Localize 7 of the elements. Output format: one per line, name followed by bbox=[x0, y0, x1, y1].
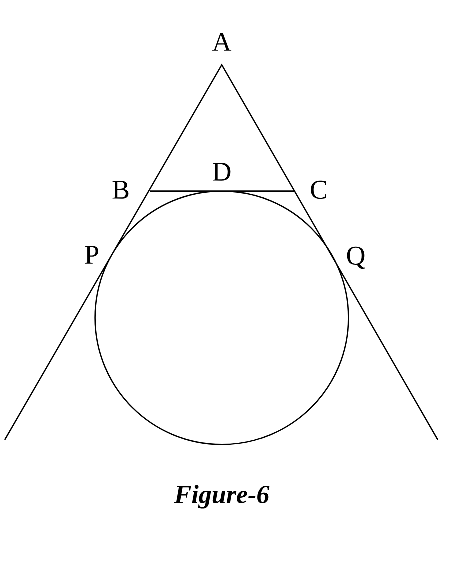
point-label: D bbox=[213, 163, 231, 181]
point-label: B bbox=[112, 181, 129, 199]
figure-caption: Figure-6 bbox=[174, 485, 270, 509]
point-label: Q bbox=[347, 246, 366, 270]
point-label: C bbox=[311, 180, 327, 200]
point-label: P bbox=[85, 246, 98, 264]
point-label: A bbox=[212, 33, 232, 51]
